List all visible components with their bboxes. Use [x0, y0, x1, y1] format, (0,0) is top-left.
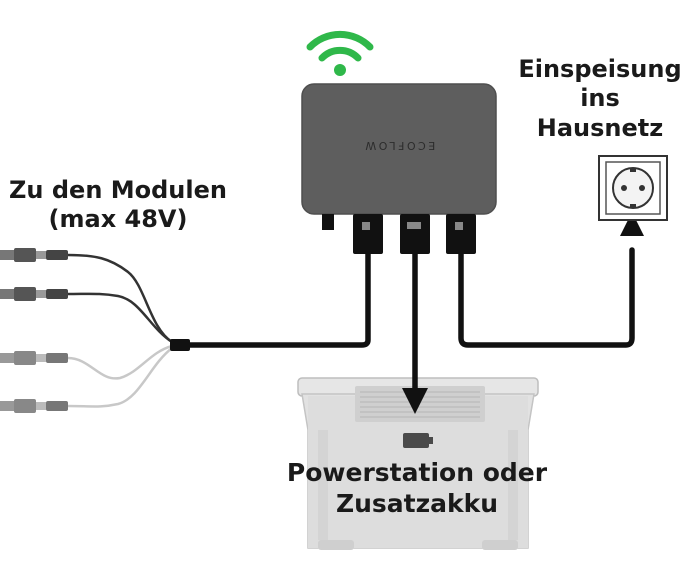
battery-port-icon — [403, 433, 433, 448]
port-plug-station — [400, 214, 430, 254]
splitter-junction — [170, 339, 190, 351]
label-line: (max 48V) — [48, 205, 188, 234]
label-line: Zusatzakku — [335, 488, 499, 518]
label-line: Hausnetz — [536, 113, 664, 142]
label-line: Einspeisung — [518, 55, 682, 83]
module-splitter — [66, 253, 174, 408]
port-plug-solar — [353, 214, 383, 254]
label-to-modules: Zu den Modulen (max 48V) — [0, 176, 236, 235]
device-brand: ECOFLOW — [363, 139, 435, 152]
inverter-device: ECOFLOW — [301, 83, 497, 254]
schuko-socket-icon — [598, 155, 668, 221]
wifi-icon — [306, 30, 374, 76]
label-line: Zu den Modulen — [9, 176, 227, 204]
label-grid-feed: Einspeisung ins Hausnetz — [500, 55, 700, 143]
label-line: ins — [580, 84, 620, 113]
label-powerstation: Powerstation oder Zusatzakku — [262, 458, 572, 519]
port-plug-grid — [446, 214, 476, 254]
arrow-to-socket — [620, 212, 644, 236]
arrow-to-powerstation — [402, 388, 428, 414]
powerstation — [297, 377, 539, 550]
label-line: Powerstation oder — [286, 458, 548, 487]
mc4-connectors — [0, 248, 68, 413]
cables — [187, 247, 635, 393]
